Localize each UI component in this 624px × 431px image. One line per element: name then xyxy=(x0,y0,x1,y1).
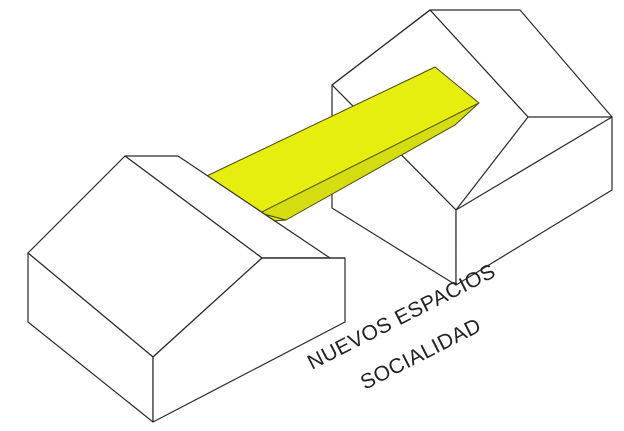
connecting-volume-icon xyxy=(191,66,480,224)
left-house-icon xyxy=(27,155,346,423)
